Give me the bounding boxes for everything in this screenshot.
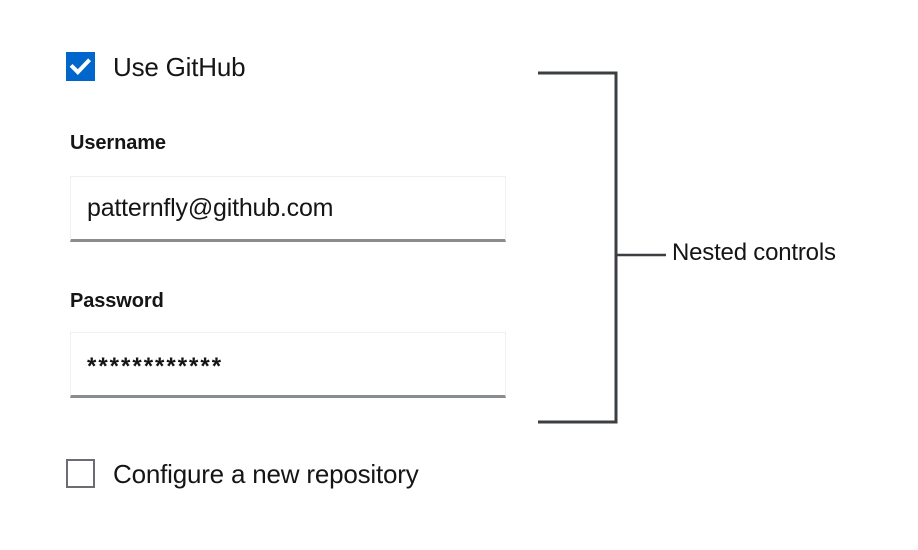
password-input-value: ************ [87, 353, 224, 380]
annotation-label-nested-controls: Nested controls [672, 239, 836, 266]
checkbox-row-use-github[interactable]: Use GitHub [66, 51, 246, 82]
field-label-username: Username [70, 132, 166, 154]
checkbox-configure-repository[interactable] [66, 459, 95, 488]
checkbox-label-configure-repository: Configure a new repository [113, 458, 419, 489]
username-input[interactable]: patternfly@github.com [70, 176, 506, 242]
password-input[interactable]: ************ [70, 332, 506, 398]
field-label-password: Password [70, 290, 164, 312]
username-input-value: patternfly@github.com [87, 193, 334, 222]
checkbox-label-use-github: Use GitHub [113, 51, 246, 82]
checkbox-use-github[interactable] [66, 52, 95, 81]
checkbox-row-configure-repository[interactable]: Configure a new repository [66, 459, 419, 488]
